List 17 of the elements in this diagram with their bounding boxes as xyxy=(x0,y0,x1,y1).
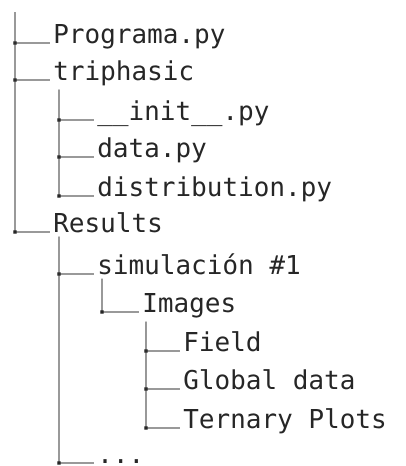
tree-entry: ... xyxy=(103,459,138,463)
tree-connector xyxy=(14,12,50,232)
tree-entry: distribution.py xyxy=(98,176,331,202)
tree-entry: triphasic xyxy=(54,60,192,86)
tree-entry: Global data xyxy=(184,369,354,390)
tree-entry: Images xyxy=(144,293,234,318)
tree-entry: data.py xyxy=(98,137,206,162)
tree-entry: Results xyxy=(55,212,160,232)
tree-entry: simulación #1 xyxy=(100,253,299,274)
tree-connector xyxy=(102,278,140,312)
tree-connector xyxy=(146,321,180,428)
tree-connector xyxy=(58,236,94,464)
tree-entry: Ternary Plots xyxy=(184,408,384,434)
tree-entry: Field xyxy=(186,331,260,352)
tree-entry: Programa.py xyxy=(56,24,224,49)
tree-entry: __init__.py xyxy=(97,100,268,126)
tree-connector xyxy=(58,89,94,196)
